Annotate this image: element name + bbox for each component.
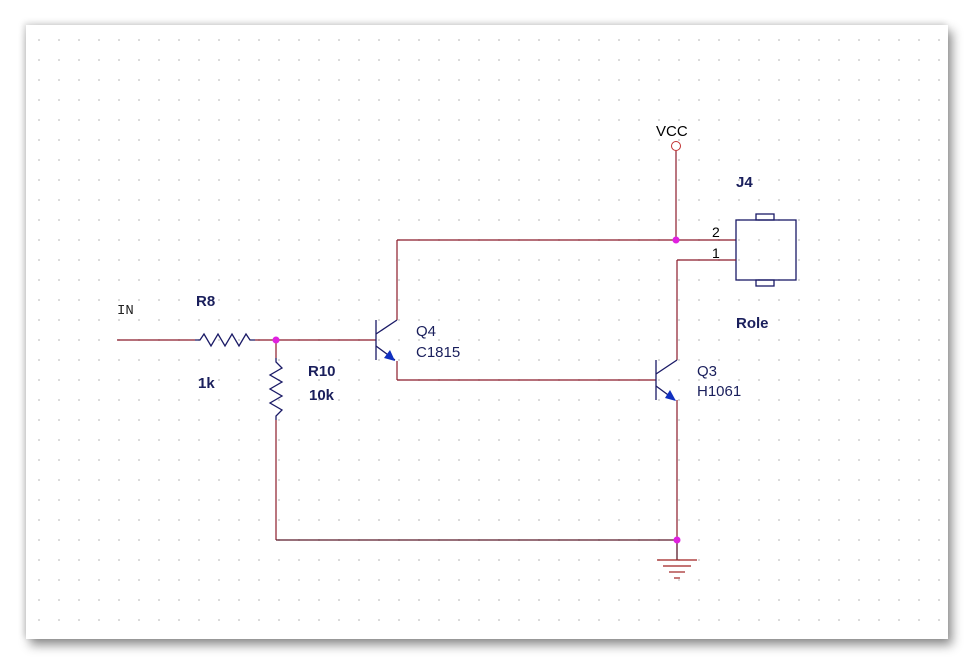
junction-r8-r10 — [272, 336, 280, 344]
resistor-r10 — [268, 358, 284, 420]
q3-value: H1061 — [697, 383, 741, 400]
vcc-terminal — [671, 141, 681, 151]
j4-ref: J4 — [736, 174, 753, 191]
r8-ref: R8 — [196, 293, 215, 310]
q4-emitter-arrow — [384, 350, 395, 361]
r8-value: 1k — [198, 375, 215, 392]
net-label-in: IN — [117, 303, 134, 319]
connector-j4-tab-bottom — [755, 279, 775, 287]
q3-ref: Q3 — [697, 363, 717, 380]
connector-j4-body — [735, 219, 797, 281]
j4-pin-1: 1 — [712, 245, 720, 261]
q4-value: C1815 — [416, 344, 460, 361]
q4-ref: Q4 — [416, 323, 436, 340]
junction-vcc — [672, 236, 680, 244]
j4-pin-2: 2 — [712, 224, 720, 240]
ground-icon — [657, 559, 697, 579]
vcc-label: VCC — [656, 123, 688, 140]
q3-collector — [655, 359, 678, 375]
q4-collector — [375, 319, 398, 335]
schematic-sheet — [26, 25, 948, 639]
q3-emitter-arrow — [665, 390, 676, 401]
junction-ground — [673, 536, 681, 544]
r10-value: 10k — [309, 387, 335, 404]
connector-j4-tab-top — [755, 213, 775, 221]
r10-ref: R10 — [308, 363, 336, 380]
j4-value: Role — [736, 315, 769, 332]
resistor-r8 — [195, 332, 255, 348]
